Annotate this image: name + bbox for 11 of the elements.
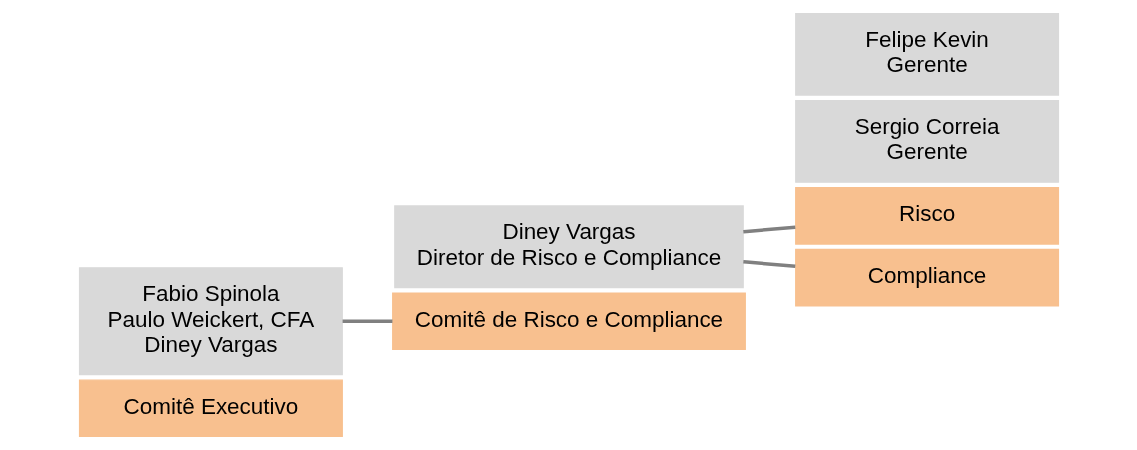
node-box: Sergio Correia Gerente [794, 100, 1059, 183]
node-box: Fabio Spinola Paulo Weickert, CFA Diney Vargas [78, 267, 343, 376]
node-box: Comitê Executivo [78, 379, 343, 438]
node-box: Diney Vargas Diretor de Risco e Compliance [393, 205, 744, 289]
node-box: Felipe Kevin Gerente [794, 12, 1059, 96]
connector [342, 319, 392, 323]
connector [742, 225, 795, 234]
node-box: Risco [794, 187, 1059, 245]
node-box: Compliance [794, 248, 1059, 307]
connector [742, 260, 795, 269]
node-box: Comitê de Risco e Compliance [391, 292, 746, 350]
